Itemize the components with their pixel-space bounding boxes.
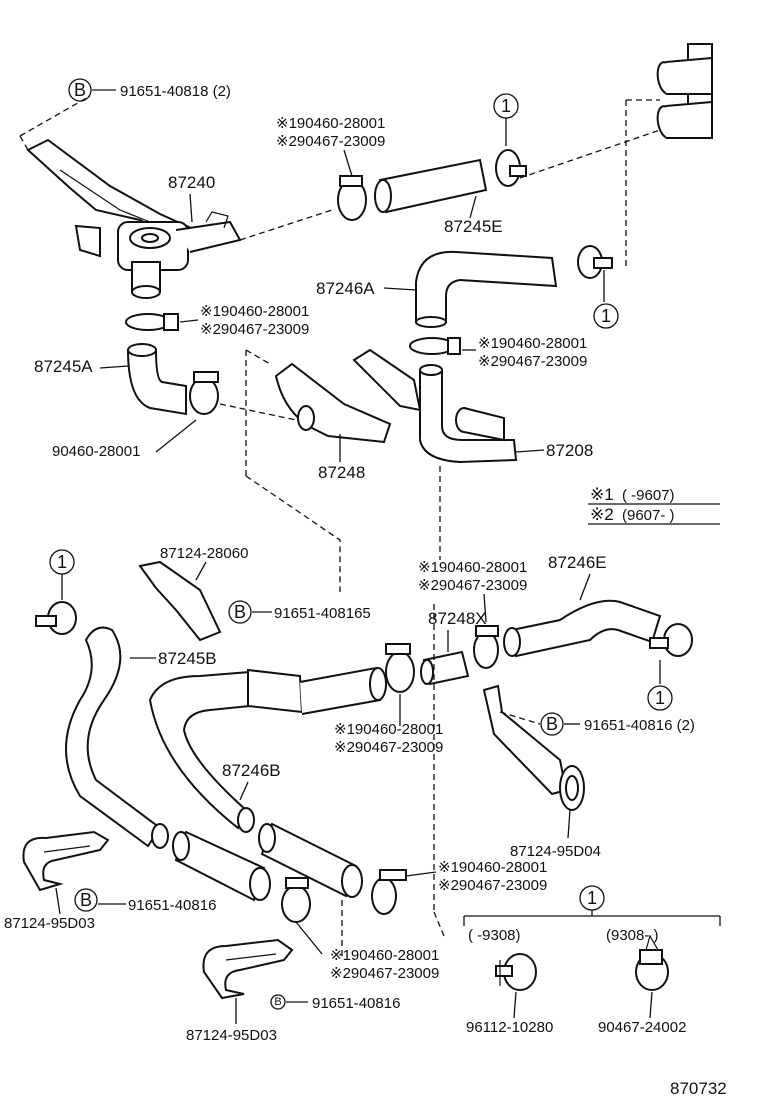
detail-box: 1 ( -9308) (9308- ) 96112-10280 90467-24… <box>463 885 721 1036</box>
heater-core-pipes <box>656 43 713 139</box>
hose-clamp-lower-right <box>371 869 407 915</box>
label-87124-95D03-b: 87124-95D03 <box>186 1027 277 1044</box>
label-87208: 87208 <box>546 441 593 460</box>
hose-clamp-top <box>337 175 367 221</box>
hose-lower-left <box>172 830 271 902</box>
pipe-87248 <box>274 362 392 444</box>
svg-text:1: 1 <box>601 306 611 326</box>
bracket-87124-28060 <box>138 560 222 642</box>
hose-clamp-1-left <box>35 601 77 635</box>
svg-text:1: 1 <box>57 552 67 572</box>
label-87246A: 87246A <box>316 279 375 298</box>
hose-87246A <box>415 250 558 328</box>
label-87245A: 87245A <box>34 357 93 376</box>
diagram-id: 870732 <box>670 1079 727 1098</box>
label-b-bolt-408165: 91651-408165 <box>274 605 371 622</box>
hose-87246E <box>503 599 662 658</box>
hose-87245B <box>65 626 169 849</box>
svg-text:1: 1 <box>501 96 511 116</box>
label-87124-95D03-a: 87124-95D03 <box>4 915 95 932</box>
pipe-87208 <box>352 348 518 464</box>
hose-clamp-center-left <box>385 643 415 693</box>
label-b-bolt-40816-b: 91651-40816 <box>312 995 400 1012</box>
label-clamp-lower-mid-1: ※190460-28001 <box>334 721 443 738</box>
svg-text:B: B <box>80 890 92 910</box>
svg-text:B: B <box>546 714 558 734</box>
hose-clamp-mid-right <box>409 337 461 355</box>
hose-clamp-center-right <box>473 625 499 669</box>
hose-clamp-90460 <box>189 371 219 415</box>
screw-clamp-96112 <box>495 953 537 991</box>
spring-clamp-90467-24002 <box>635 934 669 991</box>
label-b-bolt-40816-2: 91651-40816 (2) <box>584 717 695 734</box>
label-b-bolt-top: 91651-40818 (2) <box>120 83 231 100</box>
label-clamp-bottom-1: ※190460-28001 <box>330 947 439 964</box>
label-clamp-mid-left-1: ※190460-28001 <box>200 303 309 320</box>
legend-note1-mark: ※1 <box>590 485 614 504</box>
hose-clamp-bottom <box>281 877 311 923</box>
label-clamp-lower-mid-2: ※290467-23009 <box>334 739 443 756</box>
label-clamp-lower-right-2: ※290467-23009 <box>438 877 547 894</box>
label-96112-10280: 96112-10280 <box>466 1019 553 1036</box>
hose-clamp-1-center-right <box>649 623 693 657</box>
label-87246E: 87246E <box>548 553 607 572</box>
label-clamp-center-2: ※290467-23009 <box>418 577 527 594</box>
label-clamp-mid-right-1: ※190460-28001 <box>478 335 587 352</box>
hose-87245A <box>126 343 187 416</box>
hose-clamp-1-top <box>495 149 527 187</box>
label-87245B: 87245B <box>158 649 217 668</box>
label-clamp-top-2: ※290467-23009 <box>276 133 385 150</box>
legend-note2-mark: ※2 <box>590 505 614 524</box>
hose-87246B <box>148 666 387 833</box>
svg-text:1: 1 <box>655 688 665 708</box>
label-clamp-mid-left-2: ※290467-23009 <box>200 321 309 338</box>
hose-lower-right <box>258 822 363 898</box>
bolt-marker-40816-b: B <box>270 994 286 1010</box>
label-87246B: 87246B <box>222 761 281 780</box>
legend-note2-range: (9607- ) <box>622 507 675 524</box>
label-87248X: 87248X <box>428 609 487 628</box>
svg-text:B: B <box>274 996 281 1008</box>
label-87248: 87248 <box>318 463 365 482</box>
hose-clamp-1-right <box>577 245 613 279</box>
label-clamp-top-1: ※190460-28001 <box>276 115 385 132</box>
label-clamp-90460: 90460-28001 <box>52 443 140 460</box>
hose-87245E <box>374 158 488 214</box>
svg-text:B: B <box>234 602 246 622</box>
water-valve <box>26 138 242 299</box>
label-clamp-bottom-2: ※290467-23009 <box>330 965 439 982</box>
svg-text:B: B <box>74 80 86 100</box>
b-bolt-marker-top: B <box>68 78 92 102</box>
pipe-87248X <box>420 650 470 686</box>
b-bolt-marker-40816-2: B <box>540 712 564 736</box>
bracket-87124-95D03-left <box>22 830 110 892</box>
detail-marker: 1 <box>587 888 597 908</box>
legend-note1-range: ( -9607) <box>622 487 675 504</box>
label-87245E: 87245E <box>444 217 503 236</box>
circled-one-top: 1 <box>493 93 519 119</box>
label-clamp-center-1: ※190460-28001 <box>418 559 527 576</box>
b-bolt-marker-40816-a: B <box>74 888 98 912</box>
circled-one-left: 1 <box>49 549 75 575</box>
b-bolt-marker-408165: B <box>228 600 252 624</box>
circled-one-right: 1 <box>593 303 619 329</box>
hose-clamp-mid-left <box>125 313 179 331</box>
label-clamp-lower-right-1: ※190460-28001 <box>438 859 547 876</box>
label-90467-24002: 90467-24002 <box>598 1019 686 1036</box>
legend: ※1 ( -9607) ※2 (9607- ) <box>588 485 720 525</box>
bracket-87124-95D04 <box>482 684 585 811</box>
label-87240: 87240 <box>168 173 215 192</box>
detail-range-right: (9308- ) <box>606 927 659 944</box>
label-87124-95D04: 87124-95D04 <box>510 843 601 860</box>
label-b-bolt-40816-a: 91651-40816 <box>128 897 216 914</box>
circled-one-center-right: 1 <box>647 685 673 711</box>
label-clamp-mid-right-2: ※290467-23009 <box>478 353 587 370</box>
label-87124-28060: 87124-28060 <box>160 545 248 562</box>
detail-range-left: ( -9308) <box>468 927 521 944</box>
bracket-87124-95D03-bottom <box>202 938 294 1000</box>
